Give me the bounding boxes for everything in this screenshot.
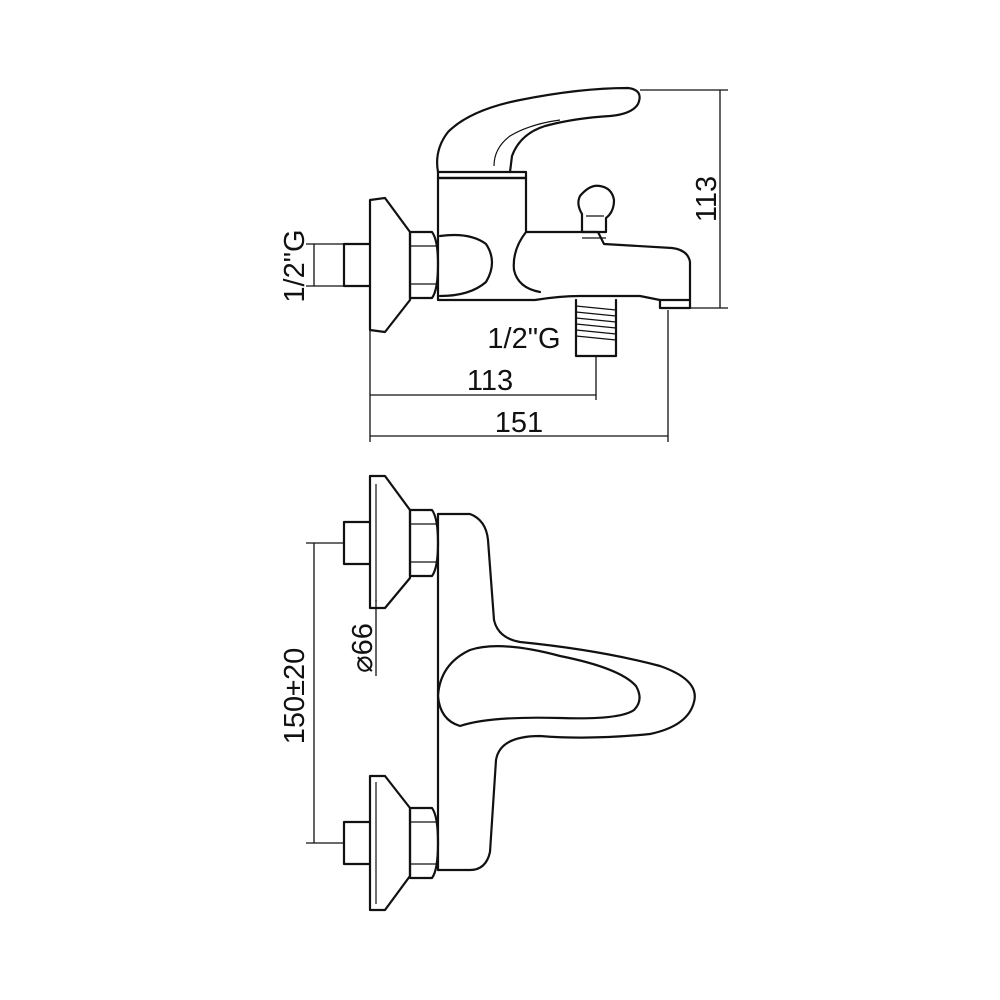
side-mixer-body bbox=[436, 176, 692, 302]
side-inlet-pipe bbox=[342, 242, 372, 288]
side-diverter-knob bbox=[577, 184, 616, 234]
side-body-curve bbox=[438, 233, 494, 298]
side-dimensions: 113 1/2"G 1/2"G 113 151 bbox=[279, 89, 728, 442]
side-view bbox=[342, 86, 692, 358]
outlet-thread-label: 1/2"G bbox=[487, 323, 560, 355]
center-distance-label: 150±20 bbox=[279, 648, 311, 745]
top-dimensions: 150±20 ⌀66 bbox=[279, 542, 379, 844]
side-cartridge-cap bbox=[436, 170, 528, 180]
top-upper-flange bbox=[368, 474, 412, 610]
overall-length-label: 151 bbox=[495, 407, 543, 439]
flange-diameter-label: ⌀66 bbox=[347, 623, 379, 673]
overall-height-label: 113 bbox=[691, 176, 723, 222]
outlet-distance-label: 113 bbox=[467, 365, 513, 397]
side-hex-nut bbox=[408, 230, 440, 300]
top-view bbox=[342, 474, 696, 912]
top-lever-handle bbox=[436, 645, 641, 728]
top-mixer-body bbox=[436, 512, 696, 872]
top-upper-inlet-pipe bbox=[342, 520, 372, 566]
top-lower-inlet-pipe bbox=[342, 820, 372, 866]
side-spout-tip bbox=[658, 298, 692, 310]
inlet-thread-label: 1/2"G bbox=[279, 229, 311, 302]
top-lower-nut bbox=[408, 806, 440, 880]
top-upper-nut bbox=[408, 508, 440, 578]
side-wall-flange bbox=[368, 196, 412, 334]
side-lever-handle bbox=[436, 86, 641, 174]
